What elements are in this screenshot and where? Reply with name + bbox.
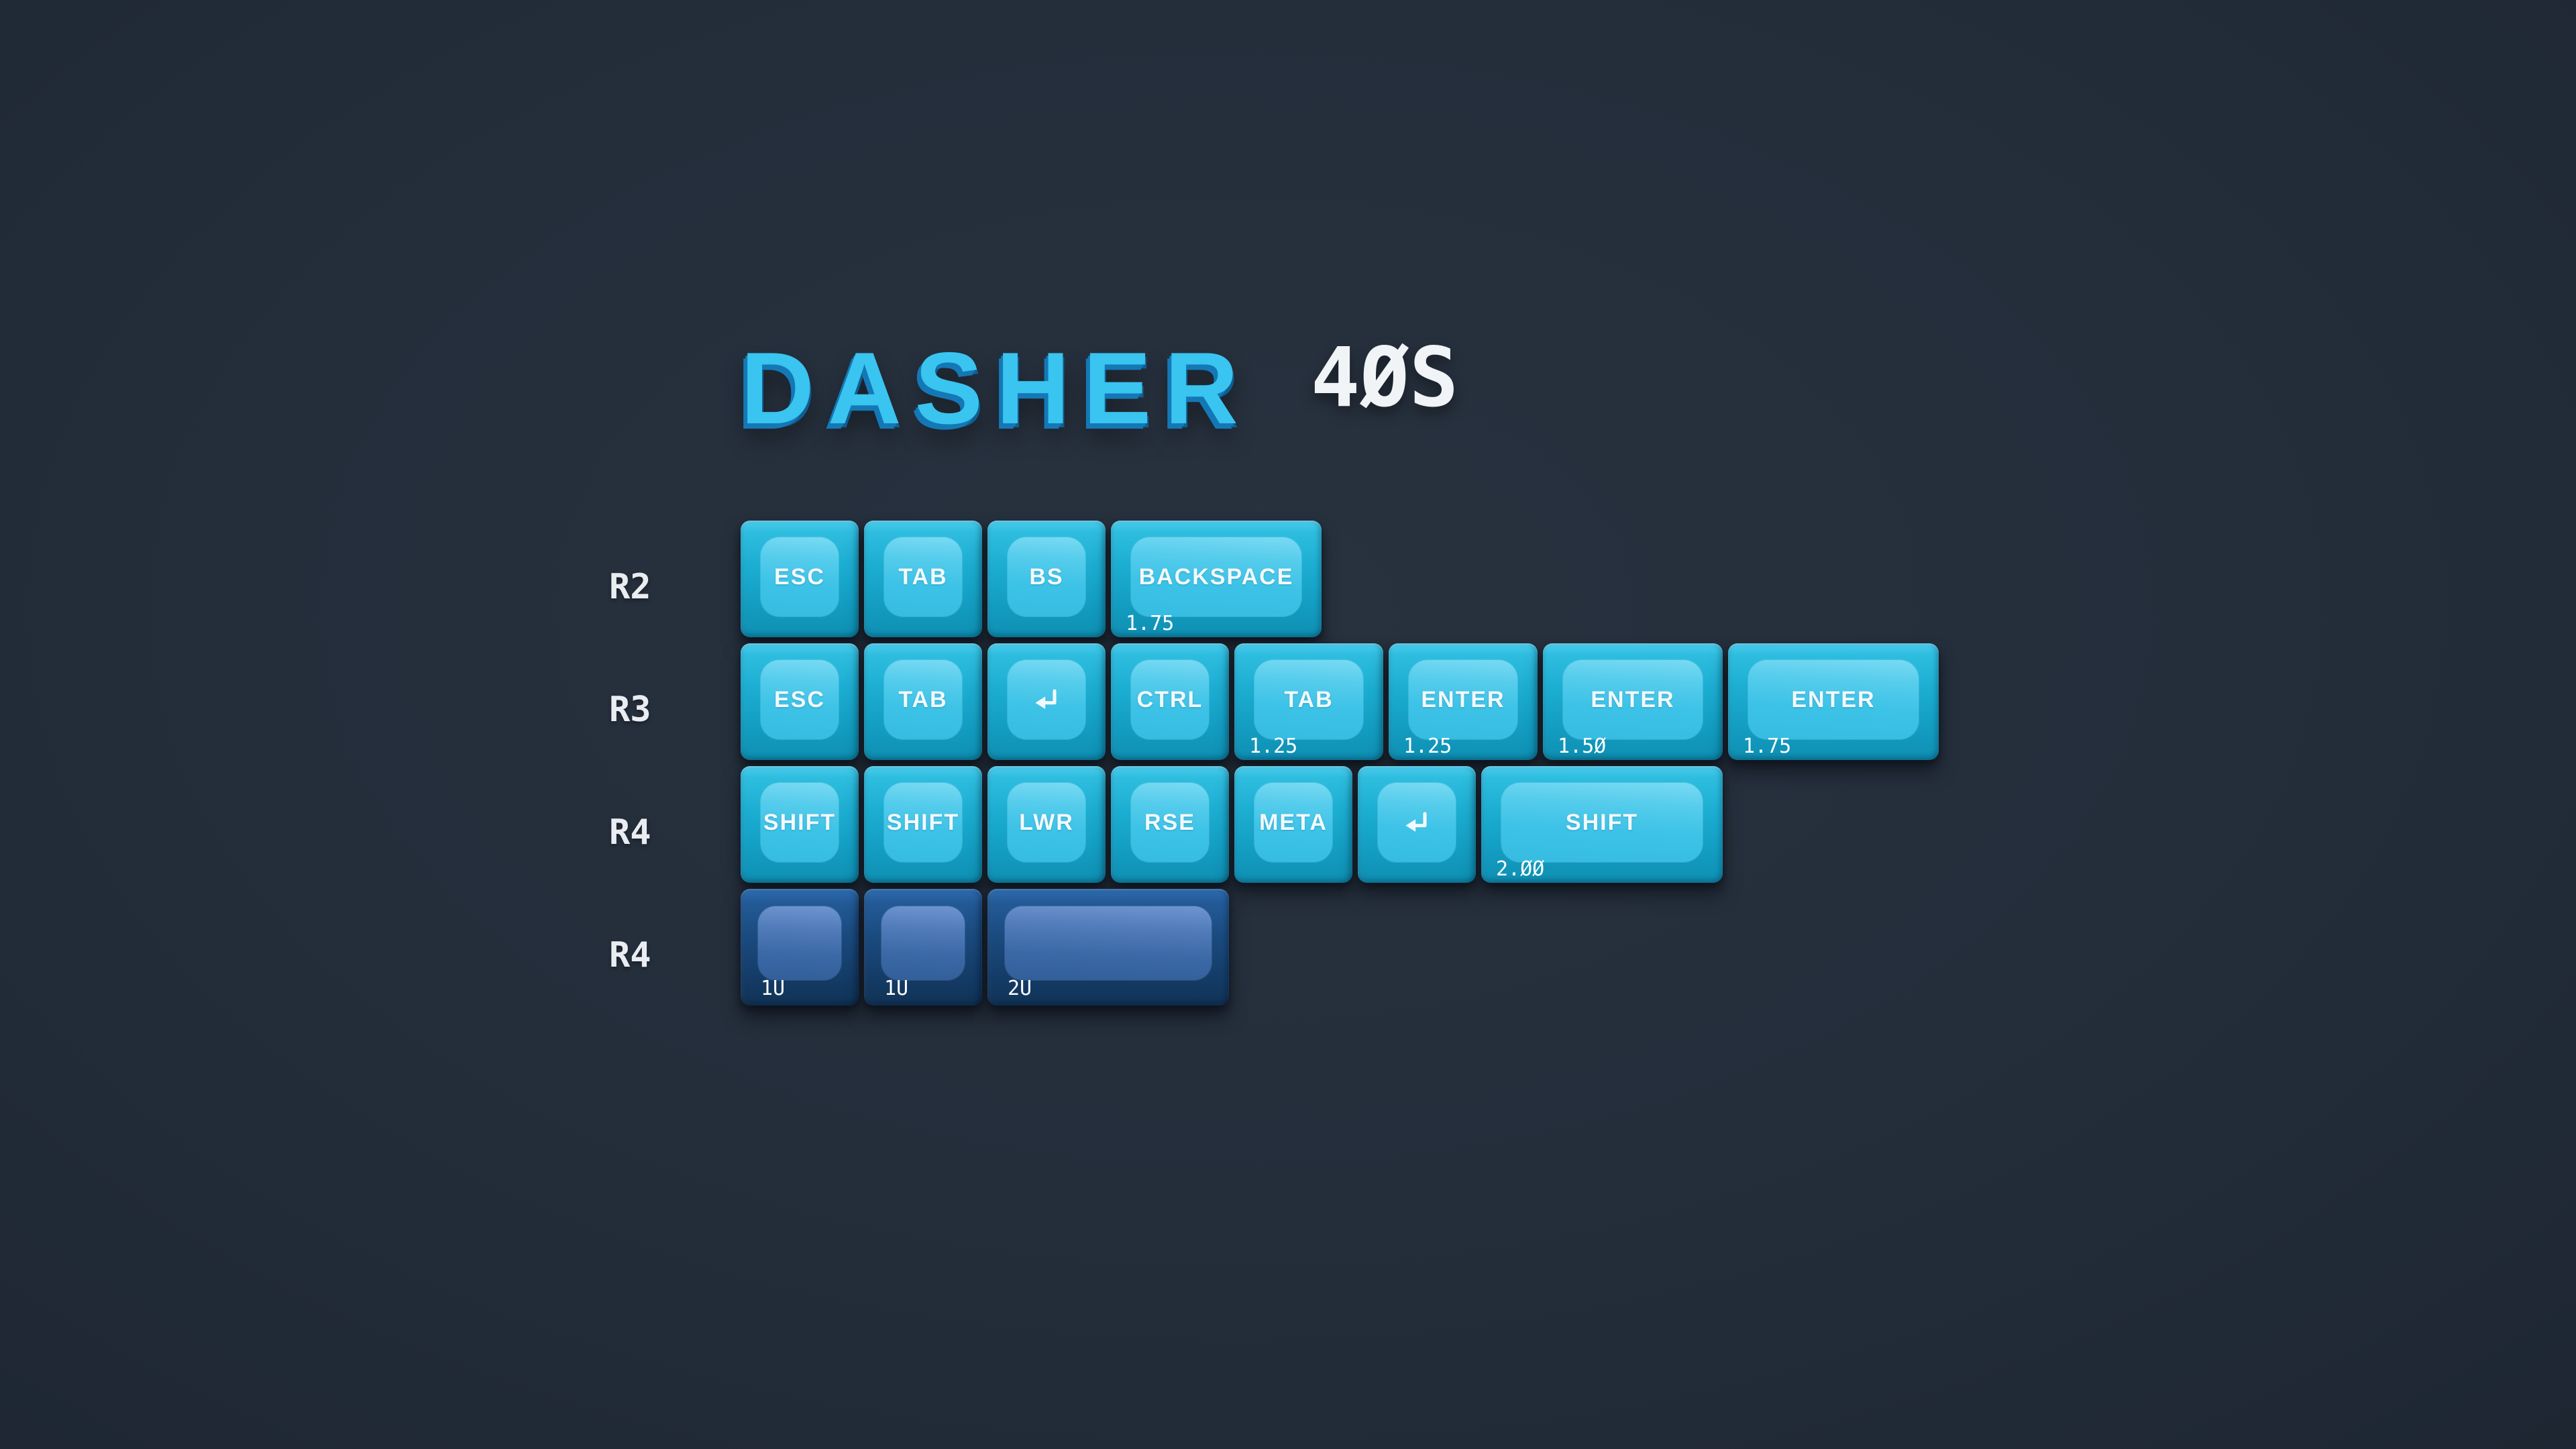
keycap-top-surface xyxy=(1378,783,1456,862)
keycap-top-surface xyxy=(1008,537,1085,616)
keycap-top-surface xyxy=(1131,660,1209,739)
keycap-legend: ENTER xyxy=(1421,687,1505,712)
keycap-legend: RSE xyxy=(1144,810,1195,835)
keycap: 1U xyxy=(741,889,859,1006)
keycap: SHIFT 2.ØØ xyxy=(1481,766,1723,883)
keycap-top-surface xyxy=(1008,783,1085,862)
keycap-size-label: 1.75 xyxy=(1743,735,1792,758)
keycap-top-surface xyxy=(1131,783,1209,862)
keycap-legend: ENTER xyxy=(1591,687,1675,712)
keycap-top-surface xyxy=(884,660,962,739)
keycap-top-surface xyxy=(761,537,839,616)
keycap-legend: SHIFT xyxy=(886,810,960,835)
keycap: TAB 1.25 xyxy=(1234,643,1383,760)
keycap-legend: SHIFT xyxy=(1565,810,1639,835)
keycap xyxy=(1358,766,1476,883)
keycap: LWR xyxy=(987,766,1106,883)
row-label: R2 xyxy=(609,567,651,607)
keycap-top-surface xyxy=(1005,906,1212,980)
row-label: R4 xyxy=(609,935,651,975)
keycap: CTRL xyxy=(1111,643,1229,760)
keycap-top-surface xyxy=(1008,660,1085,739)
keycap: ENTER 1.5Ø xyxy=(1543,643,1723,760)
keycap-legend: ESC xyxy=(774,687,825,712)
keycap-legend: SHIFT xyxy=(763,810,837,835)
keycap-legend: TAB xyxy=(1284,687,1334,712)
keycap-size-label: 2.ØØ xyxy=(1496,857,1545,881)
keycap: META xyxy=(1234,766,1352,883)
keycap-board: ESC TAB BS BACKSPACE 1.75 ESC TAB CTRL T… xyxy=(741,521,1939,1006)
keycap-top-surface xyxy=(1254,783,1332,862)
row-label: R3 xyxy=(609,690,651,730)
keycap-top-surface xyxy=(758,906,841,980)
keycap: RSE xyxy=(1111,766,1229,883)
title: DASHER 4ØS xyxy=(741,327,1458,449)
keycap: ENTER 1.25 xyxy=(1389,643,1538,760)
keycap-top-surface xyxy=(1131,537,1301,616)
keycap-legend: BACKSPACE xyxy=(1138,564,1294,590)
set-name: DASHER xyxy=(741,331,1252,445)
keycap-top-surface xyxy=(1409,660,1517,739)
keycap-top-surface xyxy=(884,537,962,616)
keycap: 2U xyxy=(987,889,1229,1006)
keycap-row: SHIFT SHIFT LWR RSE META SHIFT 2.ØØ xyxy=(741,766,1939,883)
keycap: ESC xyxy=(741,521,859,637)
keycap-top-surface xyxy=(884,783,962,862)
keycap-top-surface xyxy=(881,906,965,980)
keycap-legend xyxy=(1358,766,1476,879)
keycap-legend: ESC xyxy=(774,564,825,590)
keycap-row: ESC TAB CTRL TAB 1.25 ENTER 1.25 ENTER 1… xyxy=(741,643,1939,760)
keycap-size-label: 2U xyxy=(1008,977,1032,1000)
keycap-top-surface xyxy=(1563,660,1703,739)
keycap: BACKSPACE 1.75 xyxy=(1111,521,1322,637)
keycap: ENTER 1.75 xyxy=(1728,643,1939,760)
keycap-row: 1U 1U 2U xyxy=(741,889,1939,1006)
keycap-legend: LWR xyxy=(1019,810,1074,835)
keycap-legend: META xyxy=(1259,810,1328,835)
keycap-top-surface xyxy=(761,783,839,862)
keycap-legend: TAB xyxy=(898,687,948,712)
keycap: SHIFT xyxy=(864,766,982,883)
keycap-size-label: 1U xyxy=(761,977,786,1000)
keycap: TAB xyxy=(864,643,982,760)
keycap-legend: ENTER xyxy=(1791,687,1876,712)
keycap-top-surface xyxy=(1501,783,1703,862)
keycap-top-surface xyxy=(761,660,839,739)
keycap: SHIFT xyxy=(741,766,859,883)
keycap-legend xyxy=(987,643,1106,756)
keycap-top-surface xyxy=(1254,660,1363,739)
keycap: 1U xyxy=(864,889,982,1006)
keycap-legend: CTRL xyxy=(1136,687,1203,712)
keycap: BS xyxy=(987,521,1106,637)
keycap-size-label: 1.25 xyxy=(1403,735,1452,758)
keycap: ESC xyxy=(741,643,859,760)
set-variant: 4ØS xyxy=(1310,330,1459,425)
keycap-size-label: 1.5Ø xyxy=(1558,735,1607,758)
keycap-size-label: 1U xyxy=(884,977,909,1000)
keycap xyxy=(987,643,1106,760)
keycap-size-label: 1.75 xyxy=(1126,612,1175,635)
keycap-legend: BS xyxy=(1029,564,1064,590)
keycap-row: ESC TAB BS BACKSPACE 1.75 xyxy=(741,521,1939,637)
keycap: TAB xyxy=(864,521,982,637)
return-icon xyxy=(1405,812,1427,832)
keycap-legend: TAB xyxy=(898,564,948,590)
return-icon xyxy=(1035,689,1057,709)
row-label: R4 xyxy=(609,812,651,853)
keycap-size-label: 1.25 xyxy=(1249,735,1298,758)
keycap-top-surface xyxy=(1748,660,1919,739)
